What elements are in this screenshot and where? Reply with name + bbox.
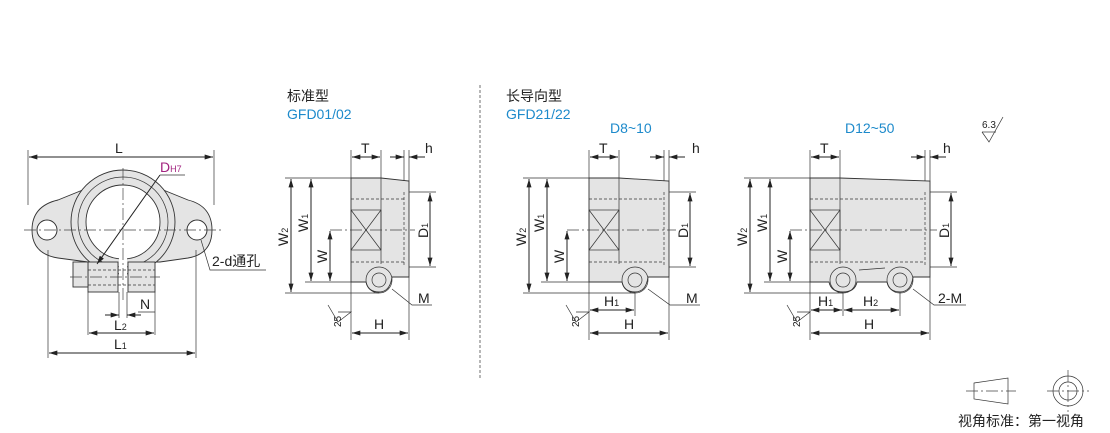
dim-T: T <box>599 140 608 156</box>
dim-W: W <box>314 249 330 263</box>
roughness-25: 25 <box>333 315 344 327</box>
dim-W: W <box>774 249 790 263</box>
long-guide-small-view: 长导向型 GFD21/22 D8~10 T h W2 W1 W D1 M H1 … <box>506 88 700 340</box>
dim-L2: L2 <box>114 317 127 333</box>
standard-title: 标准型 <box>287 88 329 104</box>
dim-W: W <box>551 249 567 263</box>
dim-H1: H1 <box>818 293 833 309</box>
range-large: D12~50 <box>845 120 895 136</box>
dim-D1: D1 <box>936 223 952 238</box>
dim-D1: D1 <box>415 223 431 238</box>
long-guide-large-view: D12~50 T h W2 W1 W D1 2-M H1 H2 <box>734 120 966 340</box>
dim-H: H <box>864 316 874 332</box>
dim-2-M: 2-M <box>938 290 962 306</box>
projection-label: 视角标准：第一视角 <box>958 413 1084 429</box>
dim-h: h <box>425 140 433 156</box>
front-view: L DH7 2-d通孔 N L2 L1 <box>24 140 266 358</box>
dim-T: T <box>820 140 829 156</box>
truncated-cone-icon <box>973 377 1009 405</box>
dim-M: M <box>686 290 698 306</box>
range-small: D8~10 <box>610 120 652 136</box>
surface-roughness-symbol: 6.3 <box>981 116 1004 143</box>
roughness-value: 6.3 <box>982 120 996 131</box>
long-guide-title: 长导向型 <box>506 88 562 104</box>
dim-h: h <box>692 140 700 156</box>
dim-h: h <box>943 140 951 156</box>
roughness-25: 25 <box>571 315 582 327</box>
hole-note: 2-d通孔 <box>212 253 260 269</box>
standard-model: GFD01/02 <box>287 106 352 122</box>
dim-W2: W2 <box>734 228 750 246</box>
dim-W2: W2 <box>275 228 291 246</box>
dim-W1: W1 <box>531 214 547 232</box>
dim-H2: H2 <box>863 293 878 309</box>
dim-W1: W1 <box>754 214 770 232</box>
dim-W1: W1 <box>295 214 311 232</box>
dim-T: T <box>361 140 370 156</box>
dim-M: M <box>418 290 430 306</box>
long-guide-model: GFD21/22 <box>506 106 571 122</box>
dim-H: H <box>374 316 384 332</box>
dim-N: N <box>140 296 150 312</box>
dim-L: L <box>115 140 123 156</box>
dim-D1: D1 <box>675 223 691 238</box>
dim-H1: H1 <box>604 293 619 309</box>
dim-H: H <box>624 316 634 332</box>
dim-W2: W2 <box>513 228 529 246</box>
dim-L1: L1 <box>114 336 127 352</box>
roughness-25: 25 <box>792 315 803 327</box>
first-angle-projection-symbol: 视角标准：第一视角 <box>958 370 1089 429</box>
standard-side-view: 标准型 GFD01/02 T h W2 W1 W D1 M H 25 <box>275 88 436 340</box>
dim-D-H7: DH7 <box>160 159 182 175</box>
